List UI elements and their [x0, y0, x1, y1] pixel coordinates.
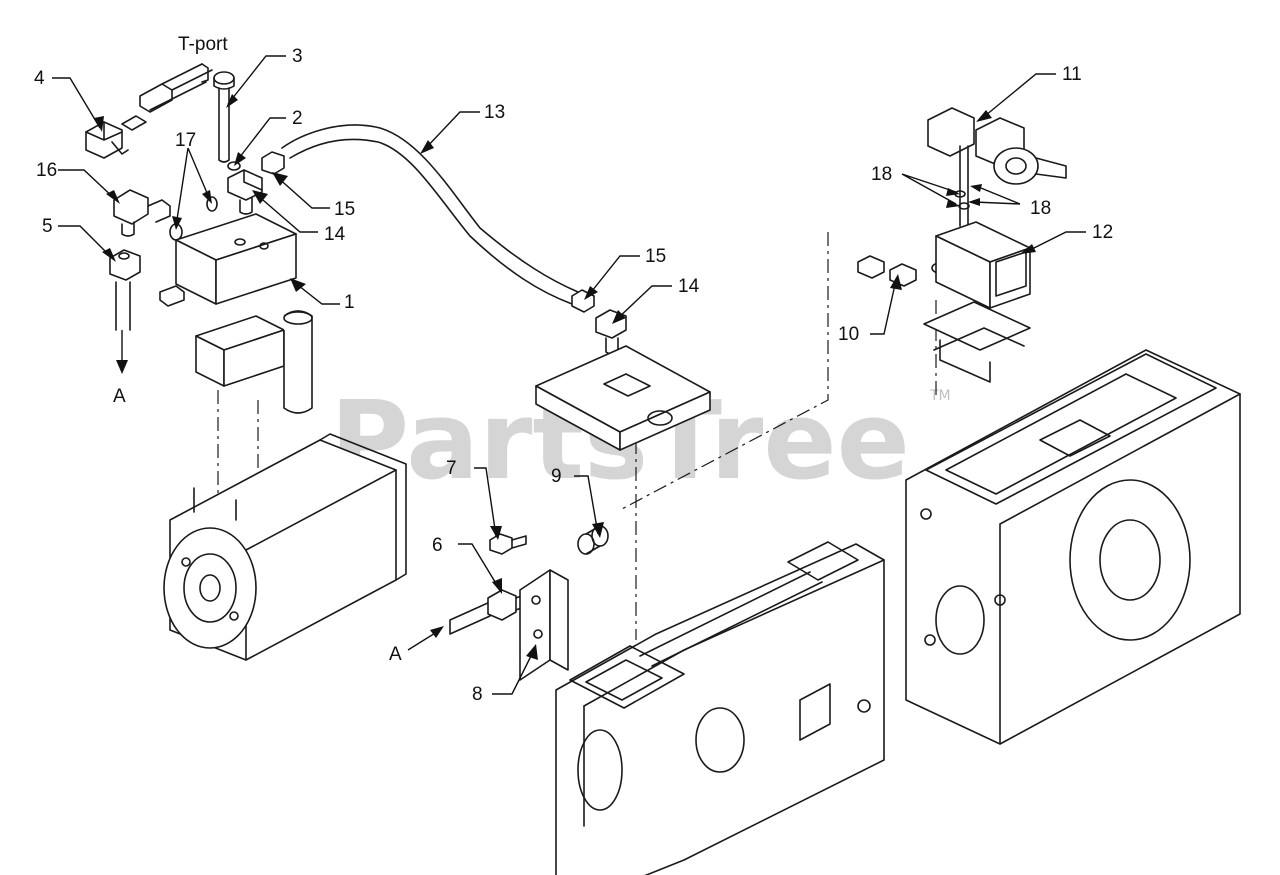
watermark-trademark: TM [929, 388, 951, 404]
part-11-solenoid[interactable] [927, 107, 1067, 227]
label-part-3: 3 [292, 46, 303, 67]
part-9-spacer[interactable] [577, 525, 609, 555]
centerline-10 [619, 232, 829, 511]
valve-adapter[interactable] [195, 310, 313, 414]
part-10-fitting[interactable] [857, 255, 949, 287]
leader-lines [52, 55, 1086, 695]
part-13-hose[interactable] [281, 124, 579, 305]
label-part-5: 5 [42, 216, 53, 237]
callout-labels: T-port A A 1 2 3 4 5 6 7 8 9 10 11 12 13… [34, 34, 1113, 705]
label-part-1: 1 [344, 292, 355, 313]
label-part-6: 6 [432, 535, 443, 556]
part-7-fitting[interactable] [489, 533, 527, 555]
part-15-nut-upper[interactable] [261, 151, 285, 175]
label-part-18-right: 18 [1030, 198, 1051, 219]
part-6-fitting[interactable] [449, 589, 527, 635]
part-3-bolt[interactable] [213, 71, 235, 163]
label-part-18-left: 18 [871, 164, 892, 185]
transmission-housing-right[interactable] [905, 349, 1241, 745]
arrow-to-a-left [116, 330, 128, 374]
label-part-2: 2 [292, 108, 303, 129]
label-port-a-lower: A [389, 644, 402, 665]
label-part-8: 8 [472, 684, 483, 705]
label-t-port: T-port [178, 34, 228, 55]
cover-plate[interactable] [535, 345, 711, 451]
label-part-4: 4 [34, 68, 45, 89]
part-2-o-ring[interactable] [227, 161, 241, 171]
label-part-9: 9 [551, 466, 562, 487]
part-5-nut[interactable] [109, 249, 141, 331]
part-12-valve-body[interactable] [935, 221, 1031, 309]
label-part-14-upper: 14 [324, 224, 346, 245]
label-part-10: 10 [838, 324, 859, 345]
hydraulic-pump[interactable] [163, 433, 407, 661]
label-part-12: 12 [1092, 222, 1113, 243]
label-part-7: 7 [446, 458, 457, 479]
valve-adapter-plate[interactable] [923, 301, 1031, 383]
label-part-15-lower: 15 [645, 246, 666, 267]
label-part-13: 13 [484, 102, 505, 123]
label-port-a-left: A [113, 386, 126, 407]
part-8-bracket[interactable] [519, 569, 569, 681]
label-part-17: 17 [175, 130, 196, 151]
label-part-14-lower: 14 [678, 276, 700, 297]
label-part-16: 16 [36, 160, 57, 181]
label-part-15-upper: 15 [334, 199, 355, 220]
part-4-fitting[interactable] [85, 63, 213, 159]
part-17-o-ring-b[interactable] [206, 196, 218, 212]
label-part-11: 11 [1062, 64, 1082, 85]
arrow-to-a-lower [407, 626, 444, 651]
transmission-housing-center[interactable] [555, 541, 885, 875]
part-16-tee-fitting[interactable] [113, 189, 171, 237]
part-1-valve-block[interactable] [159, 213, 297, 307]
